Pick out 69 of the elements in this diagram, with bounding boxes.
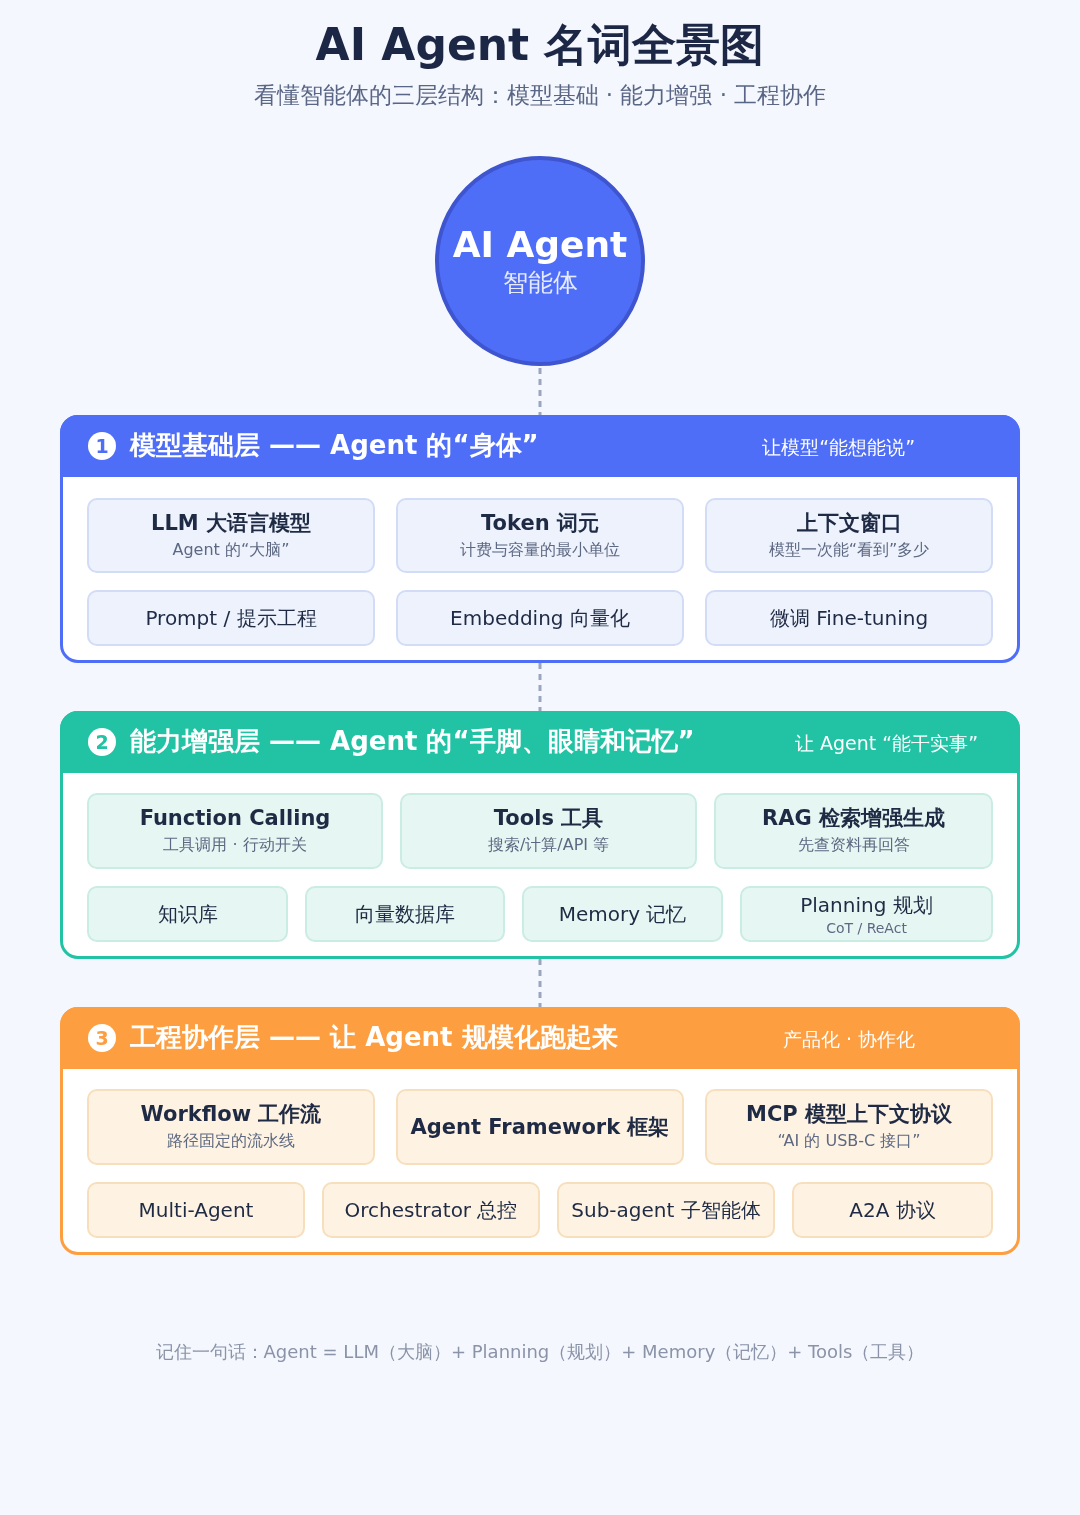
connector-line <box>538 959 542 1007</box>
circle-subtitle: 智能体 <box>502 267 578 299</box>
term-card <box>396 498 684 573</box>
term-title: Embedding 向量化 <box>450 605 630 632</box>
circle-title: AI Agent <box>452 223 628 267</box>
term-note: 先查资料再回答 <box>797 834 910 856</box>
term-title: LLM 大语言模型 <box>151 509 311 537</box>
term-card <box>87 590 375 646</box>
term-title: 向量数据库 <box>355 901 455 928</box>
term-card <box>522 886 723 942</box>
term-title: Planning 规划 <box>800 892 933 919</box>
term-title: Sub-agent 子智能体 <box>571 1197 761 1224</box>
term-title: Memory 记忆 <box>558 901 687 928</box>
term-card <box>557 1182 775 1238</box>
term-note: Agent 的“大脑” <box>172 538 290 561</box>
term-note: CoT / ReAct <box>826 919 907 937</box>
term-card <box>705 1089 993 1165</box>
term-note: 模型一次能“看到”多少 <box>768 538 930 561</box>
term-note: “AI 的 USB-C 接口” <box>777 1130 921 1152</box>
term-title: Agent Framework 框架 <box>410 1114 670 1141</box>
term-card <box>87 886 288 942</box>
term-note: 路径固定的流水线 <box>167 1130 295 1152</box>
term-title: 微调 Fine-tuning <box>769 605 929 632</box>
term-title: Tools 工具 <box>493 805 604 832</box>
term-card <box>305 886 505 942</box>
number-badge: 1 <box>88 432 116 460</box>
term-card <box>322 1182 540 1238</box>
term-card <box>714 793 993 869</box>
term-title: Orchestrator 总控 <box>344 1197 518 1224</box>
term-card <box>705 498 993 573</box>
term-title: 知识库 <box>157 901 218 928</box>
layer-panel <box>60 1007 1020 1255</box>
term-card <box>396 1089 684 1165</box>
term-note: 搜索/计算/API 等 <box>487 834 610 856</box>
term-title: RAG 检索增强生成 <box>762 805 945 832</box>
term-title: 上下文窗口 <box>796 509 902 537</box>
term-title: MCP 模型上下文协议 <box>746 1101 952 1128</box>
layer-tagline: 产品化 · 协作化 <box>782 1027 915 1052</box>
term-card <box>705 590 993 646</box>
layer-tagline: 让模型“能想能说” <box>762 435 915 460</box>
term-title: Token 词元 <box>481 509 599 537</box>
term-title: Workflow 工作流 <box>140 1101 322 1128</box>
layer-heading: 能力增强层 —— Agent 的“手脚、眼睛和记忆” <box>130 725 695 758</box>
diagram-title: AI Agent 名词全景图 <box>314 18 766 72</box>
term-card <box>87 793 383 869</box>
term-title: Prompt / 提示工程 <box>145 605 317 632</box>
term-note: 计费与容量的最小单位 <box>460 538 620 561</box>
layer-heading: 模型基础层 —— Agent 的“身体” <box>130 429 539 462</box>
term-title: Multi-Agent <box>138 1197 254 1224</box>
term-title: Function Calling <box>139 805 331 832</box>
subtitle: 看懂智能体的三层结构：模型基础 · 能力增强 · 工程协作 <box>252 81 828 110</box>
connector-line <box>538 663 542 711</box>
term-card <box>792 1182 993 1238</box>
term-note: 工具调用 · 行动开关 <box>163 834 307 856</box>
number-badge: 2 <box>88 728 116 756</box>
layer-panel <box>60 415 1020 663</box>
term-card <box>400 793 697 869</box>
term-card <box>396 590 684 646</box>
term-card <box>87 1182 305 1238</box>
layer-panel <box>60 711 1020 959</box>
term-title: A2A 协议 <box>849 1197 936 1224</box>
layer-heading: 工程协作层 —— 让 Agent 规模化跑起来 <box>130 1021 618 1054</box>
term-card <box>87 498 375 573</box>
connector-line <box>538 368 542 415</box>
layer-tagline: 让 Agent “能干实事” <box>795 731 978 756</box>
number-badge: 3 <box>88 1024 116 1052</box>
footer-note: 记住一句话：Agent = LLM（大脑）+ Planning（规划）+ Memory（记忆）+ Tools（工具） <box>154 1340 926 1364</box>
term-card <box>740 886 993 942</box>
term-card <box>87 1089 375 1165</box>
